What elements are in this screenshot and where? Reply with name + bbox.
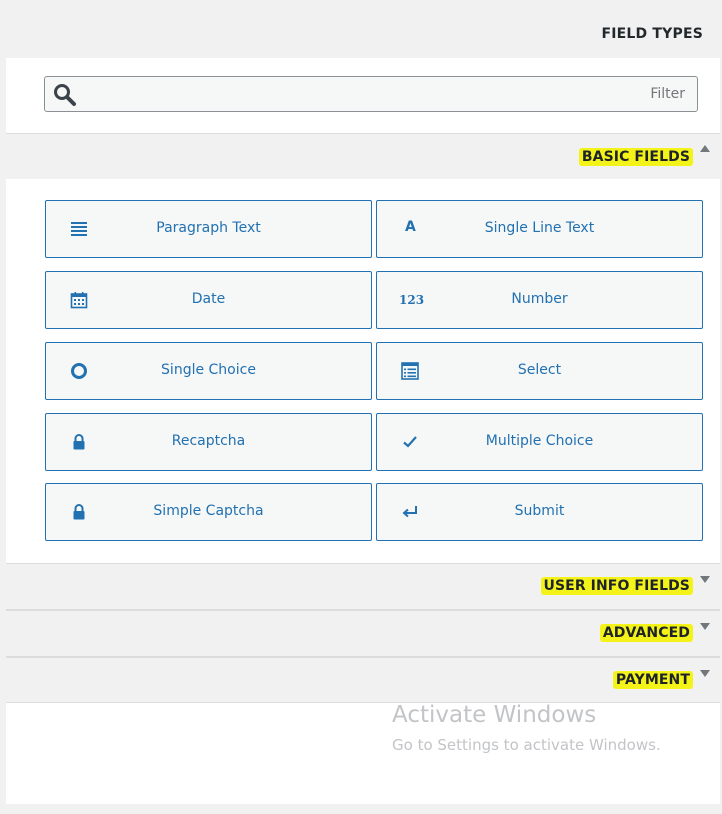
section-payment[interactable]: PAYMENT xyxy=(6,657,720,703)
section-user-info-fields-label: USER INFO FIELDS xyxy=(540,577,693,595)
field-submit-button[interactable]: Submit xyxy=(376,483,703,541)
field-select-button[interactable]: Select xyxy=(376,342,703,400)
expand-arrow-down-icon[interactable] xyxy=(700,576,710,583)
activate-windows-title: Activate Windows xyxy=(392,702,597,728)
lock-icon xyxy=(73,504,85,520)
field-paragraph-text-button[interactable]: Paragraph Text xyxy=(45,200,372,258)
field-label: Single Choice xyxy=(161,362,256,378)
filter-box[interactable] xyxy=(44,76,698,112)
field-number-button[interactable]: 123 Number xyxy=(376,271,703,329)
field-label: Simple Captcha xyxy=(153,503,264,519)
section-payment-label: PAYMENT xyxy=(612,671,693,689)
lock-icon xyxy=(73,434,85,450)
field-types-panel: FIELD TYPES BASIC FIELDS Paragraph Text … xyxy=(6,10,720,804)
field-single-line-text-button[interactable]: A Single Line Text xyxy=(376,200,703,258)
search-icon xyxy=(54,84,76,106)
field-simple-captcha-button[interactable]: Simple Captcha xyxy=(45,483,372,541)
checkmark-icon xyxy=(403,436,417,448)
field-label: Submit xyxy=(514,503,565,519)
field-label: Multiple Choice xyxy=(485,433,594,449)
activate-windows-subtitle: Go to Settings to activate Windows. xyxy=(392,736,661,754)
filter-input[interactable] xyxy=(85,77,685,111)
section-advanced[interactable]: ADVANCED xyxy=(6,610,720,657)
panel-title: FIELD TYPES xyxy=(601,26,703,42)
number-123-icon: 123 xyxy=(399,293,425,307)
field-label: Paragraph Text xyxy=(156,220,261,236)
field-label: Date xyxy=(191,291,226,307)
radio-circle-icon xyxy=(71,363,87,379)
field-recaptcha-button[interactable]: Recaptcha xyxy=(45,413,372,471)
section-advanced-label: ADVANCED xyxy=(599,624,693,642)
calendar-icon xyxy=(70,292,88,309)
field-label: Recaptcha xyxy=(171,433,246,449)
section-user-info-fields[interactable]: USER INFO FIELDS xyxy=(6,563,720,610)
list-table-icon xyxy=(401,362,419,380)
expand-arrow-down-icon[interactable] xyxy=(700,670,710,677)
paragraph-lines-icon xyxy=(71,222,87,236)
field-date-button[interactable]: Date xyxy=(45,271,372,329)
field-label: Number xyxy=(511,291,568,307)
basic-fields-grid: Paragraph Text A Single Line Text Date xyxy=(6,179,720,563)
field-single-choice-button[interactable]: Single Choice xyxy=(45,342,372,400)
section-basic-fields[interactable]: BASIC FIELDS xyxy=(6,133,720,180)
expand-arrow-down-icon[interactable] xyxy=(700,623,710,630)
letter-a-icon: A xyxy=(405,219,416,235)
field-label: Single Line Text xyxy=(484,220,595,236)
enter-arrow-icon xyxy=(402,506,417,518)
collapse-arrow-up-icon[interactable] xyxy=(700,145,710,152)
section-basic-fields-label: BASIC FIELDS xyxy=(578,148,693,166)
field-label: Select xyxy=(517,362,562,378)
panel-header: FIELD TYPES xyxy=(6,10,720,58)
field-multiple-choice-button[interactable]: Multiple Choice xyxy=(376,413,703,471)
